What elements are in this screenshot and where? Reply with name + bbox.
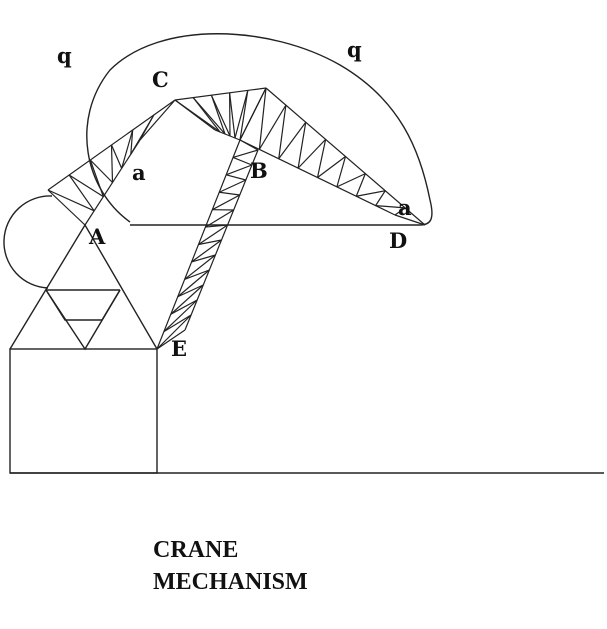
label-q-right: q bbox=[347, 37, 362, 62]
truss-arm-e-b bbox=[156, 139, 259, 350]
label-a-point: A bbox=[88, 224, 106, 249]
caption-line-1: CRANE bbox=[153, 537, 238, 563]
tower-truss bbox=[9, 223, 158, 351]
outer-loop-curve bbox=[86, 33, 433, 226]
label-a-upper: a bbox=[132, 160, 146, 185]
pivot-arc-a bbox=[3, 195, 53, 289]
label-e: E bbox=[171, 336, 187, 361]
truss-arm-a-c bbox=[47, 99, 176, 226]
label-c: C bbox=[152, 67, 169, 92]
label-a-right: a bbox=[398, 195, 412, 220]
caption-line-2: MECHANISM bbox=[153, 569, 308, 595]
base-box bbox=[9, 348, 158, 474]
label-d: D bbox=[389, 228, 407, 253]
truss-arm-b-d bbox=[239, 87, 426, 226]
label-b: B bbox=[250, 158, 268, 183]
label-q-left: q bbox=[57, 43, 72, 68]
